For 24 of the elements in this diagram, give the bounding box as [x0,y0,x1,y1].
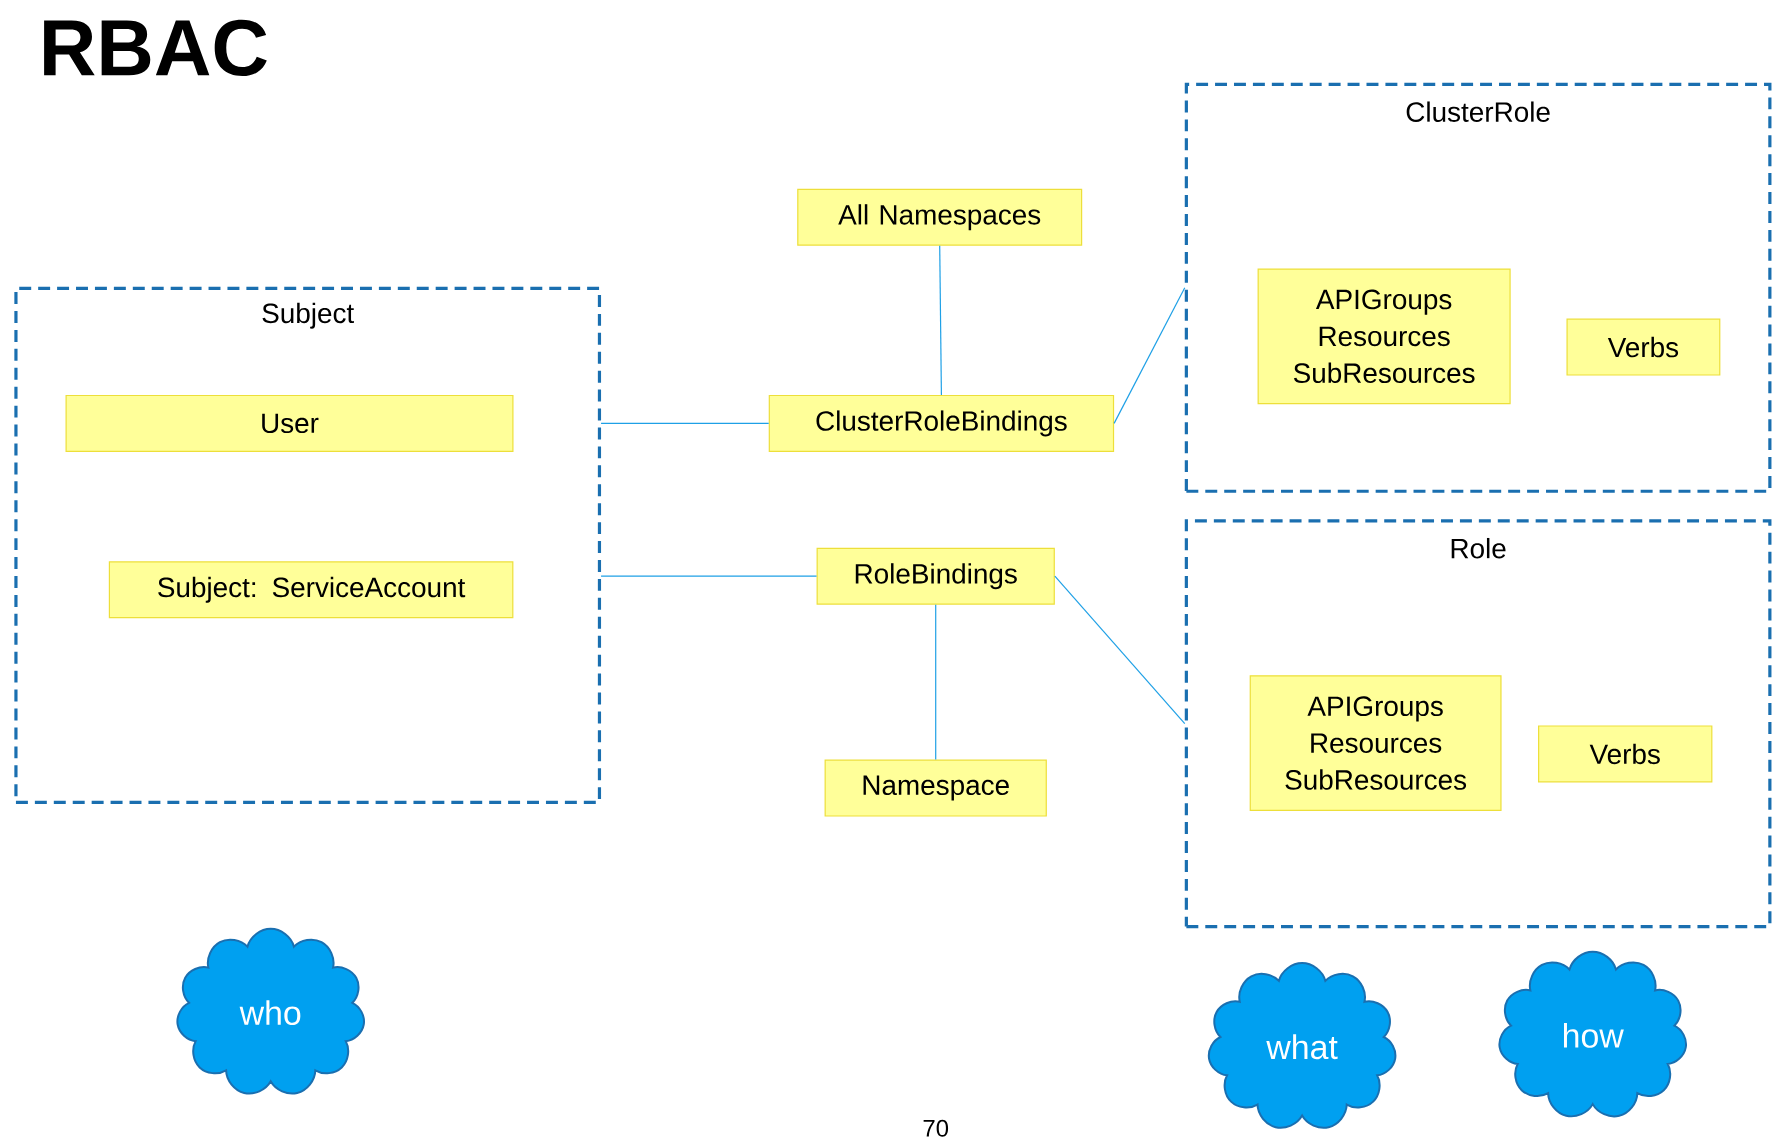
connector-line [1054,575,1186,725]
label-box: APIGroups Resources SubResources [1257,268,1511,405]
label-box: Namespace [824,759,1047,817]
label-box: RoleBindings [816,547,1055,605]
label-box: Subject: ServiceAccount [108,561,514,619]
connector-line [600,575,818,577]
label-box: ClusterRoleBindings [768,394,1115,452]
group-heading: ClusterRole [1406,101,1550,122]
title: RBAC [44,19,267,77]
label-box: Verbs [1566,318,1721,376]
connector-line [600,422,770,424]
label-box: APIGroups Resources SubResources [1249,675,1502,811]
cloud: what [1207,962,1397,1129]
label-box: Verbs [1538,725,1713,783]
group-heading: Subject [262,302,354,329]
page-number: 70 [923,1119,949,1137]
label-box: User [65,394,514,452]
connector-line [939,245,942,396]
group-heading: Role [1451,537,1506,559]
cloud: how [1498,950,1687,1118]
connector-line [1113,287,1186,424]
label-box: All Namespaces [797,188,1083,246]
cloud: who [176,927,365,1095]
connector-line [935,604,937,761]
